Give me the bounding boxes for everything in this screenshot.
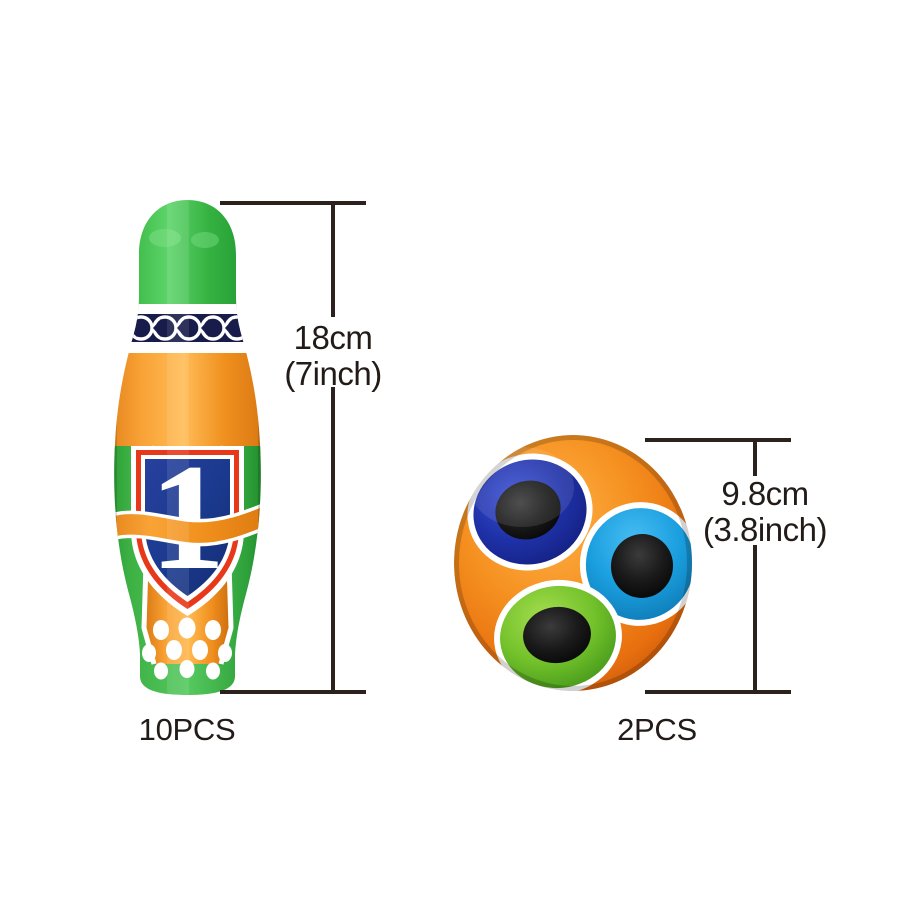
ball-dimension-metric: 9.8cm [721,475,809,512]
bowling-pin-image: 1 [95,198,280,698]
ball-quantity-label: 2PCS [617,712,697,747]
ball-dimension-top-tick [645,438,791,442]
ball-dimension-lower-line [753,545,757,694]
pin-dimension-upper-line [331,201,335,317]
ball-dimension-upper-line [753,438,757,476]
pin-quantity-label: 10PCS [138,712,236,747]
pin-dimension-lower-line [331,387,335,694]
pin-dimension-imperial: (7inch) [284,355,382,392]
pin-dimension-metric: 18cm [293,319,373,356]
pin-dimension-bottom-tick [220,690,366,694]
bowling-ball-image [452,432,694,694]
pin-dimension-top-tick [220,201,366,205]
ball-dimension-bottom-tick [645,690,791,694]
ball-dimension-imperial: (3.8inch) [703,511,827,548]
